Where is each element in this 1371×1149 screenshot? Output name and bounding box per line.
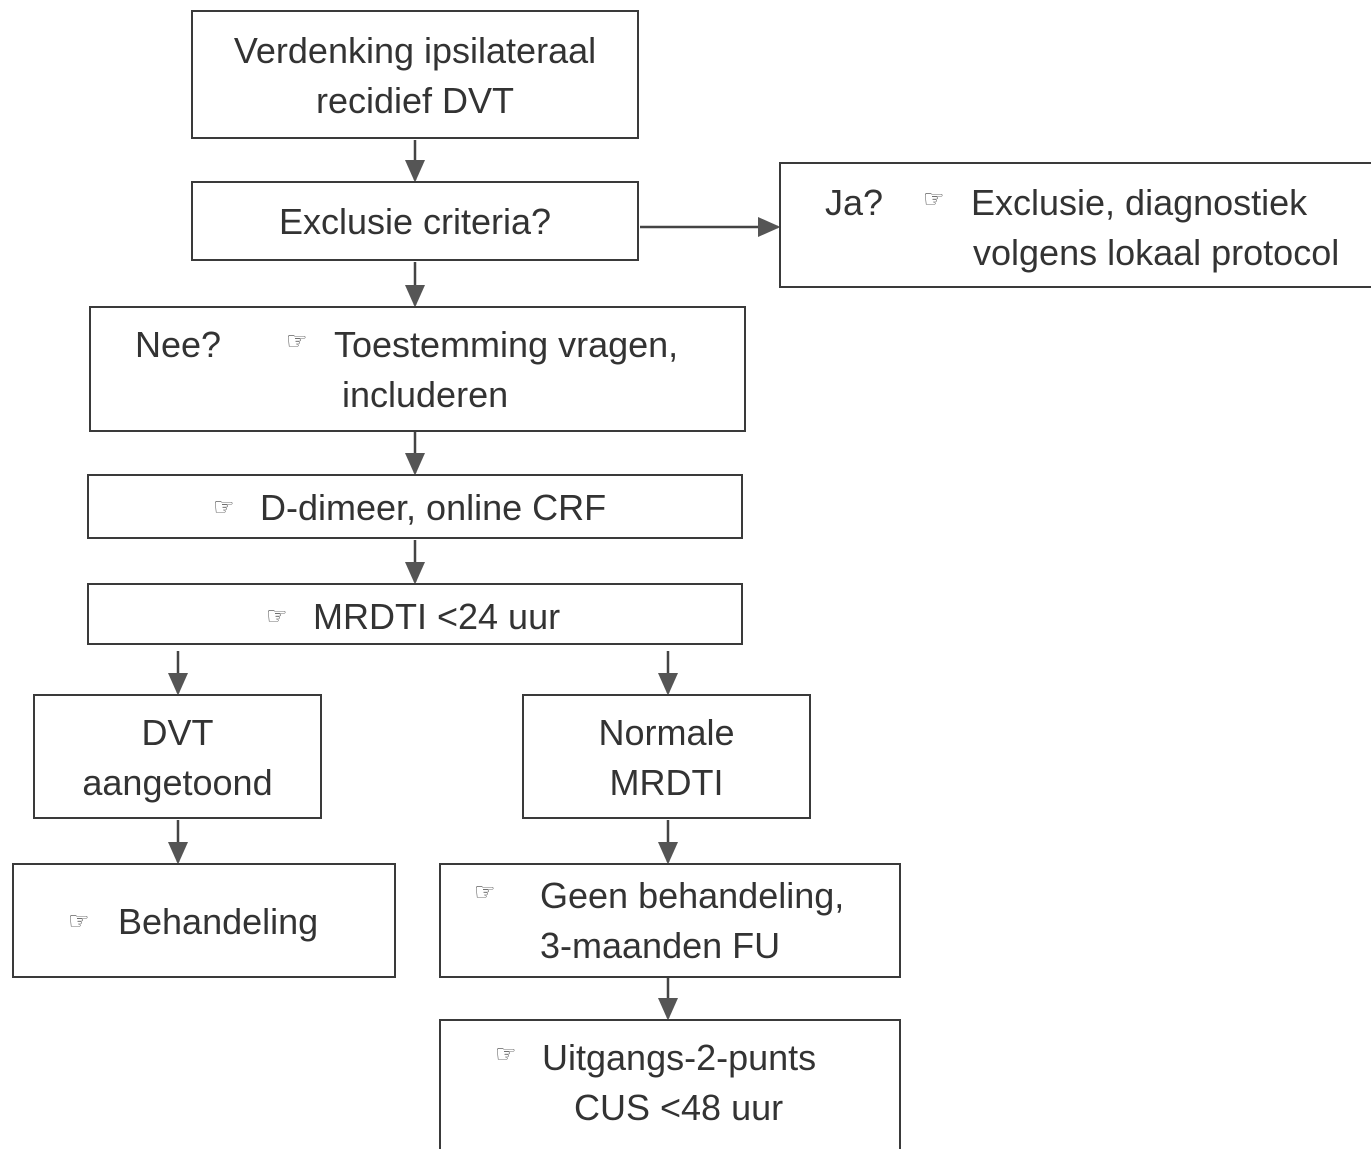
node-no-treatment-line2: 3-maanden FU (540, 925, 781, 966)
node-exclusion-label: Exclusie criteria? (278, 201, 552, 242)
pointing-hand-icon: ☞ (266, 603, 288, 630)
node-normal-line2: MRDTI (609, 762, 724, 803)
pointing-hand-icon: ☞ (923, 186, 945, 213)
node-no-line1: Toestemming vragen, (334, 324, 679, 365)
node-normal-mrdti: Normale MRDTI (522, 694, 811, 819)
node-exclusion-criteria: Exclusie criteria? (191, 181, 639, 261)
node-ddimer-label: D-dimeer, online CRF (260, 487, 607, 528)
node-treatment-label: Behandeling (118, 901, 319, 942)
pointing-hand-icon: ☞ (474, 879, 496, 906)
node-no-answer: Nee? (135, 324, 222, 365)
node-suspicion-line2: recidief DVT (315, 80, 515, 121)
node-no-treatment: ☞ Geen behandeling, 3-maanden FU (439, 863, 901, 978)
node-ddimer: ☞ D-dimeer, online CRF (87, 474, 743, 539)
node-exit-cus-line2: CUS <48 uur (574, 1087, 784, 1128)
node-suspicion-line1: Verdenking ipsilateraal (233, 30, 597, 71)
node-yes-line2: volgens lokaal protocol (973, 232, 1340, 273)
node-exit-cus: ☞ Uitgangs-2-punts CUS <48 uur (439, 1019, 901, 1149)
node-no-branch: Nee? ☞ Toestemming vragen, includeren (89, 306, 746, 432)
node-no-line2: includeren (342, 374, 509, 415)
node-dvt-shown: DVT aangetoond (33, 694, 322, 819)
pointing-hand-icon: ☞ (68, 908, 90, 935)
pointing-hand-icon: ☞ (213, 494, 235, 521)
pointing-hand-icon: ☞ (495, 1041, 517, 1068)
node-yes-branch: Ja? ☞ Exclusie, diagnostiek volgens loka… (779, 162, 1371, 288)
pointing-hand-icon: ☞ (286, 328, 308, 355)
node-suspicion: Verdenking ipsilateraal recidief DVT (191, 10, 639, 139)
node-no-treatment-line1: Geen behandeling, (540, 875, 845, 916)
node-normal-line1: Normale (598, 712, 735, 753)
node-dvt-line1: DVT (141, 712, 214, 753)
node-dvt-line2: aangetoond (82, 762, 273, 803)
node-yes-line1: Exclusie, diagnostiek (971, 182, 1308, 223)
node-yes-answer: Ja? (825, 182, 884, 223)
node-mrdti: ☞ MRDTI <24 uur (87, 583, 743, 645)
node-exit-cus-line1: Uitgangs-2-punts (542, 1037, 817, 1078)
node-mrdti-label: MRDTI <24 uur (313, 596, 561, 637)
node-treatment: ☞ Behandeling (12, 863, 396, 978)
